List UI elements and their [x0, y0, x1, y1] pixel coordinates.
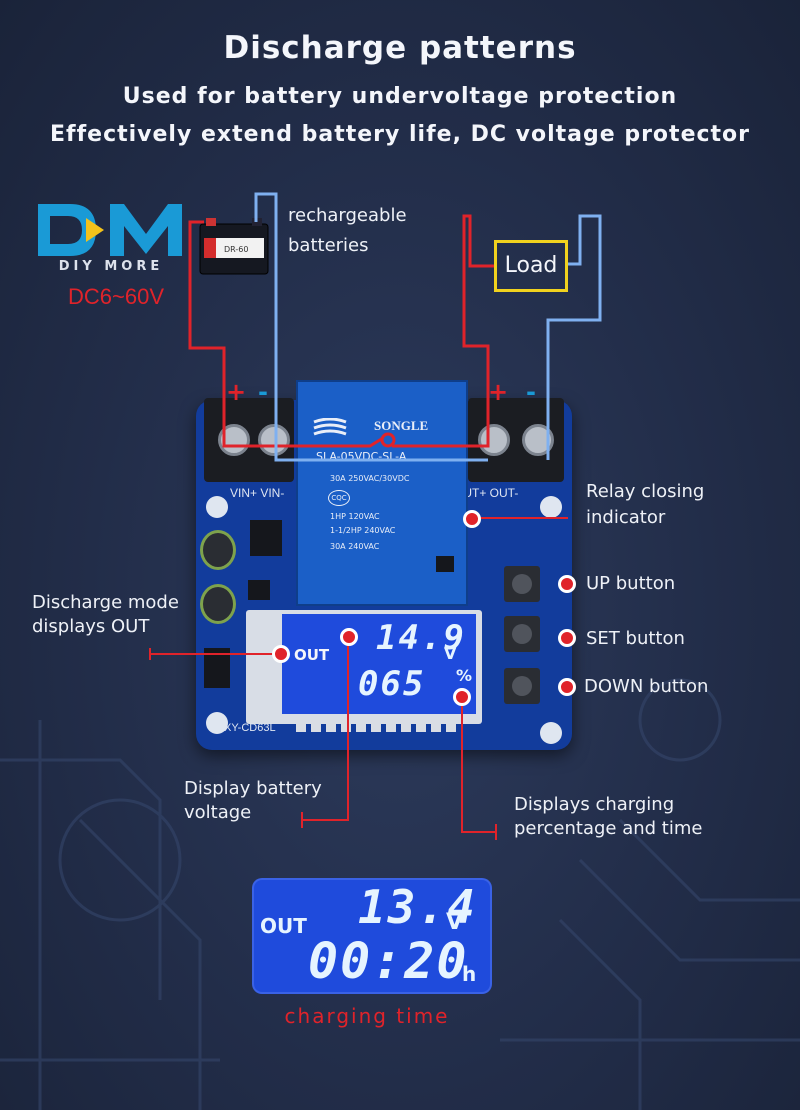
down-button-dot	[558, 678, 576, 696]
charging-pct-label-2: percentage and time	[514, 818, 703, 839]
example-lcd: OUT 13.4 V 00:20 h	[254, 880, 490, 992]
songle-logo-icon	[312, 417, 347, 436]
battery-label-1: rechargeable	[288, 205, 407, 226]
board-lcd-mode: OUT	[294, 646, 330, 664]
brand-logo-sub: DIY MORE	[58, 259, 164, 274]
ic-chip	[250, 520, 282, 556]
relay-indicator-dot	[463, 510, 481, 528]
lcd-percent-unit: %	[456, 666, 473, 685]
board-model-label: XY-CD63L	[224, 722, 276, 734]
battery-label-2: batteries	[288, 235, 369, 256]
lcd-pins	[296, 718, 462, 732]
voltage-dot	[340, 628, 358, 646]
capacitor	[200, 584, 236, 624]
page-title: Discharge patterns	[223, 30, 577, 66]
set-button-label: SET button	[586, 628, 685, 649]
percent-dot	[453, 688, 471, 706]
battery-voltage-label-1: Display battery	[184, 778, 322, 799]
out-mode-dot	[272, 645, 290, 663]
mount-hole	[206, 712, 228, 734]
up-button-dot	[558, 575, 576, 593]
relay-indicator-label-1: Relay closing	[586, 481, 705, 502]
example-lcd-voltage-unit: V	[446, 910, 464, 935]
mount-hole	[540, 722, 562, 744]
svg-text:DR-60: DR-60	[224, 245, 248, 254]
lcd-voltage-unit: V	[444, 644, 457, 663]
load-box: Load	[494, 240, 568, 292]
down-button-label: DOWN button	[584, 676, 709, 697]
relay-rating-4: 30A 240VAC	[330, 542, 380, 551]
page-subtitle-1: Used for battery undervoltage protection	[122, 84, 678, 109]
mount-hole	[206, 496, 228, 518]
example-lcd-time: 00:20	[308, 932, 469, 990]
battery-voltage-label-2: voltage	[184, 802, 252, 823]
cqc-mark-icon: CQC	[328, 490, 350, 506]
example-lcd-time-unit: h	[462, 962, 477, 986]
lcd-percent-value: 065	[358, 664, 426, 704]
capacitor	[200, 530, 236, 570]
terminal-screw	[478, 424, 510, 456]
svg-text:+: +	[488, 378, 508, 406]
discharge-mode-label-2: displays OUT	[32, 616, 150, 637]
set-button-dot	[558, 629, 576, 647]
out-silkscreen: OUT+ OUT-	[454, 486, 519, 500]
relay-indicator-label-2: indicator	[586, 507, 666, 528]
page-subtitle-2: Effectively extend battery life, DC volt…	[49, 122, 751, 147]
mount-hole	[540, 496, 562, 518]
terminal-screw	[258, 424, 290, 456]
discharge-mode-label-1: Discharge mode	[32, 592, 179, 613]
svg-text:+: +	[226, 378, 246, 406]
relay-rating-1: 30A 250VAC/30VDC	[330, 474, 410, 483]
example-lcd-voltage: 13.4	[358, 880, 477, 934]
charging-time-caption: charging time	[284, 1004, 450, 1028]
vin-silkscreen: VIN+ VIN-	[230, 486, 285, 500]
brand-logo	[34, 200, 186, 260]
relay-brand: SONGLE	[374, 418, 429, 433]
charging-pct-label-1: Displays charging	[514, 794, 675, 815]
ic-chip	[436, 556, 454, 572]
relay-rating-3: 1-1/2HP 240VAC	[330, 526, 396, 535]
example-lcd-mode: OUT	[260, 914, 307, 938]
svg-text:-: -	[526, 378, 536, 406]
relay-rating-2: 1HP 120VAC	[330, 512, 380, 521]
down-button[interactable]	[504, 668, 540, 704]
lcd-voltage-value: 14.9	[376, 618, 466, 658]
board-lcd: 14.9 V 065 %	[282, 614, 476, 714]
up-button[interactable]	[504, 566, 540, 602]
svg-text:-: -	[258, 378, 268, 406]
set-button[interactable]	[504, 616, 540, 652]
voltage-range: DC6~60V	[68, 284, 165, 309]
up-button-label: UP button	[586, 573, 676, 594]
ic-chip	[248, 580, 270, 600]
